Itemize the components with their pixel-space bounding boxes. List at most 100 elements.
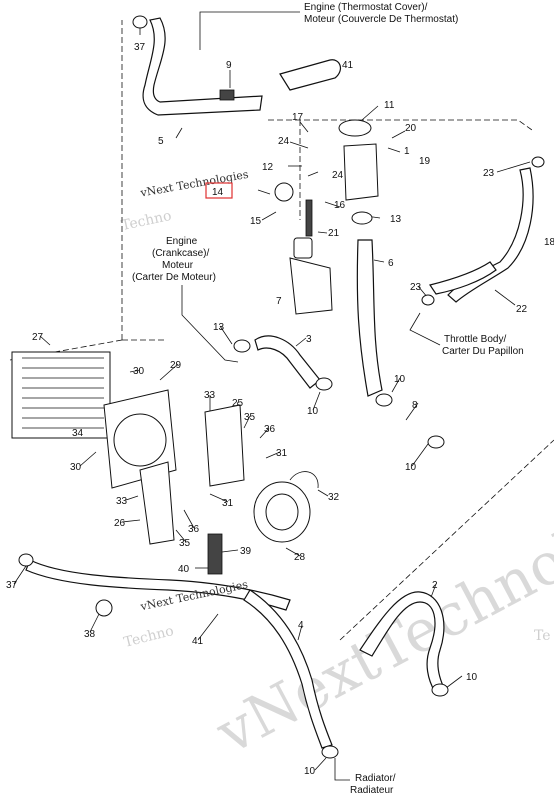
part-number[interactable]: 35 — [179, 538, 191, 549]
clamp-23a — [531, 156, 545, 168]
hoses — [25, 17, 534, 749]
part-number[interactable]: 8 — [412, 400, 418, 411]
part-number[interactable]: 17 — [292, 112, 304, 123]
part-number[interactable]: 15 — [250, 216, 262, 227]
thermostat-housing-1 — [343, 143, 379, 201]
callout-engine-crankcase-line4: (Carter De Moteur) — [132, 272, 216, 283]
part-number[interactable]: 41 — [192, 636, 204, 647]
clamp-13a — [351, 211, 373, 225]
hose-5 — [142, 17, 263, 116]
part-number[interactable]: 37 — [6, 580, 18, 591]
radiator-27 — [11, 351, 111, 439]
part-number[interactable]: 32 — [328, 492, 340, 503]
hose-6 — [356, 239, 383, 397]
part-number[interactable]: 7 — [276, 296, 282, 307]
bracket-26 — [139, 461, 175, 545]
watermark-techno-bottom: Techno — [122, 623, 175, 651]
reservoir-7 — [289, 257, 333, 315]
callout-engine-crankcase-line2: (Crankcase)/ — [152, 248, 209, 259]
part-number[interactable]: 11 — [384, 100, 395, 111]
part-number[interactable]: 1 — [404, 146, 410, 157]
bracket-25 — [204, 404, 245, 487]
hose-23 — [429, 261, 497, 295]
clamp-9 — [219, 89, 235, 101]
part-number[interactable]: 24 — [278, 136, 290, 147]
watermark-small-top: vNext Technologies — [139, 168, 250, 200]
part-number[interactable]: 29 — [170, 360, 182, 371]
part-number[interactable]: 4 — [298, 620, 304, 631]
watermark-layer: vNextTechnolif Techno Techno Te — [120, 208, 554, 768]
part-number[interactable]: 13 — [390, 214, 402, 225]
callout-thermostat-cover-line2: Moteur (Couvercle De Thermostat) — [304, 14, 458, 25]
part-number[interactable]: 10 — [304, 766, 316, 777]
hose-41-top — [279, 59, 342, 91]
components — [11, 15, 545, 759]
part-number[interactable]: 27 — [32, 332, 44, 343]
callout-engine-crankcase-line3: Moteur — [162, 260, 194, 271]
part-number[interactable]: 35 — [244, 412, 256, 423]
callout-texts: Engine (Thermostat Cover)/ Moteur (Couve… — [132, 2, 524, 796]
clamp-10c — [427, 435, 445, 449]
callout-thermostat-cover-line1: Engine (Thermostat Cover)/ — [304, 2, 428, 13]
part-number[interactable]: 10 — [405, 462, 417, 473]
part-number[interactable]: 20 — [405, 123, 417, 134]
part-number[interactable]: 37 — [134, 42, 146, 53]
part-number[interactable]: 10 — [307, 406, 319, 417]
hose-3 — [254, 335, 321, 389]
part-number[interactable]: 34 — [72, 428, 84, 439]
part-number[interactable]: 33 — [204, 390, 216, 401]
part-number[interactable]: 6 — [388, 258, 394, 269]
bracket-39 — [207, 533, 223, 575]
clamp-37b — [18, 553, 34, 567]
part-number[interactable]: 9 — [226, 60, 232, 71]
part-number[interactable]: 36 — [264, 424, 276, 435]
clamp-10b — [375, 393, 393, 407]
clamp-37a — [132, 15, 148, 29]
part-number[interactable]: 30 — [133, 366, 145, 377]
clamp-23b — [421, 294, 435, 306]
hose-41-bottom — [25, 559, 291, 611]
watermark-techno-left: Techno — [120, 208, 173, 234]
cap-11 — [338, 119, 372, 137]
clamp-10a — [315, 377, 333, 391]
part-number[interactable]: 41 — [342, 60, 354, 71]
part-number[interactable]: 14 — [212, 187, 224, 198]
callout-throttle-body-line2: Carter Du Papillon — [442, 346, 524, 357]
callout-engine-crankcase-line1: Engine — [166, 236, 198, 247]
part-number[interactable]: 28 — [294, 552, 306, 563]
clamp-10d — [431, 683, 449, 697]
part-number[interactable]: 2 — [432, 580, 438, 591]
part-number[interactable]: 13 — [213, 322, 225, 333]
part-number[interactable]: 39 — [240, 546, 252, 557]
part-number[interactable]: 26 — [114, 518, 126, 529]
part-number[interactable]: 5 — [158, 136, 164, 147]
hose-4 — [243, 589, 333, 749]
callout-radiator-line2: Radiateur — [350, 785, 394, 796]
part-number[interactable]: 22 — [516, 304, 528, 315]
callout-throttle-body-line1: Throttle Body/ — [444, 334, 506, 345]
part-number[interactable]: 31 — [276, 448, 288, 459]
part-number[interactable]: 30 — [70, 462, 82, 473]
part-number[interactable]: 16 — [334, 200, 346, 211]
callout-radiator-line1: Radiator/ — [355, 773, 396, 784]
part-number[interactable]: 38 — [84, 629, 96, 640]
part-number[interactable]: 23 — [483, 168, 495, 179]
dashed-boundaries — [9, 20, 554, 641]
part-number[interactable]: 40 — [178, 564, 190, 575]
part-number[interactable]: 12 — [262, 162, 274, 173]
part-number[interactable]: 31 — [222, 498, 234, 509]
part-number[interactable]: 10 — [394, 374, 406, 385]
part-number[interactable]: 3 — [306, 334, 312, 345]
part-number[interactable]: 36 — [188, 524, 200, 535]
part-number[interactable]: 21 — [328, 228, 340, 239]
part-number[interactable]: 23 — [410, 282, 422, 293]
part-number[interactable]: 19 — [419, 156, 431, 167]
part-number[interactable]: 10 — [466, 672, 478, 683]
part-number[interactable]: 33 — [116, 496, 128, 507]
part-number[interactable]: 24 — [332, 170, 344, 181]
cap-14 — [274, 182, 294, 202]
part-number[interactable]: 25 — [232, 398, 244, 409]
part-number[interactable]: 18 — [544, 237, 554, 248]
clamp-13b — [233, 339, 251, 353]
